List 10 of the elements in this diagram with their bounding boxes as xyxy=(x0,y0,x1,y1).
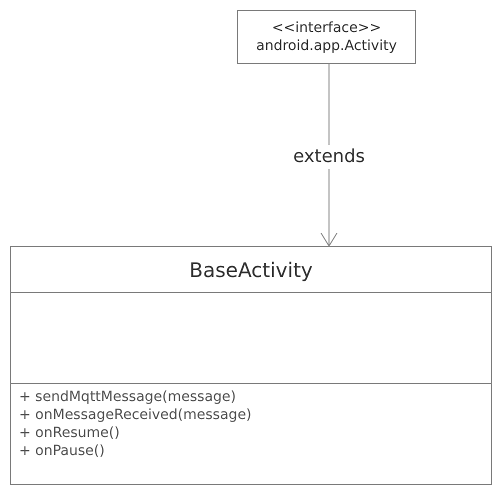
method-signature: + onPause() xyxy=(19,442,105,460)
interface-box xyxy=(237,10,416,64)
class-box xyxy=(10,246,492,485)
method-signature: + onMessageReceived(message) xyxy=(19,406,252,424)
method-signature: + onResume() xyxy=(19,424,120,442)
edge-label: extends xyxy=(291,145,367,169)
interface-name: android.app.Activity xyxy=(256,37,397,55)
method-signature: + sendMqttMessage(message) xyxy=(19,388,236,406)
stereotype-label: <<interface>> xyxy=(272,19,382,37)
class-name: BaseActivity xyxy=(189,256,313,284)
